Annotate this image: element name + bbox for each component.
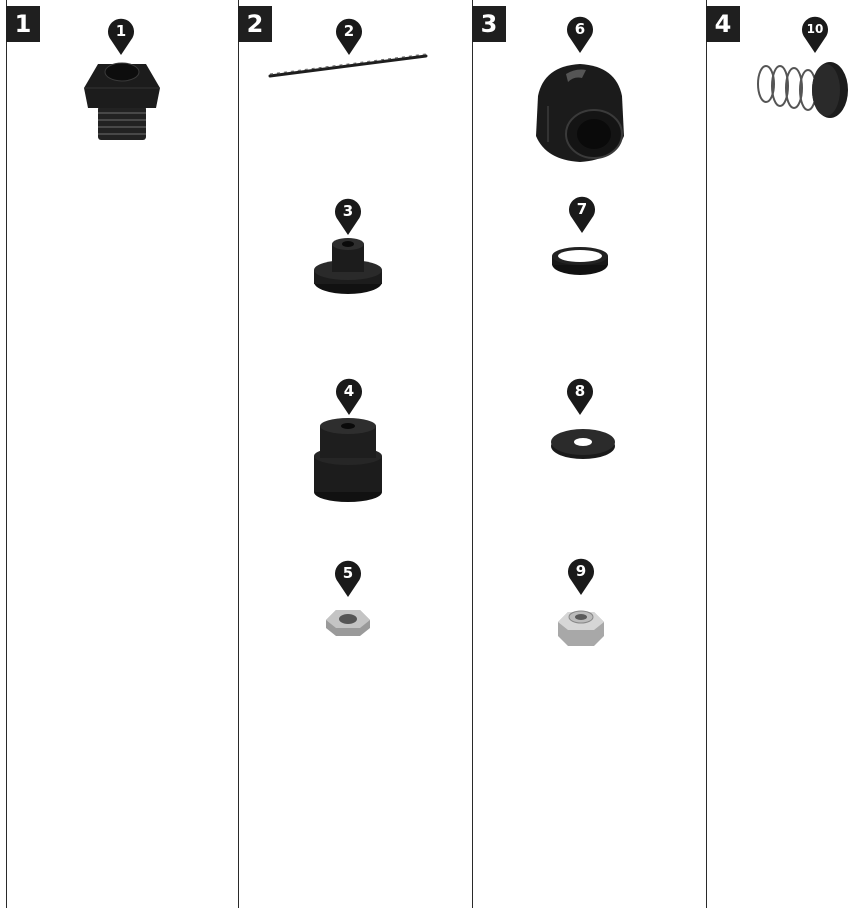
lock-nut-icon <box>554 602 608 654</box>
part-number: 9 <box>566 561 596 581</box>
part-number-marker: 8 <box>565 376 595 416</box>
part-number: 7 <box>567 199 597 219</box>
part-number-marker: 4 <box>334 376 364 416</box>
part-number: 4 <box>334 381 364 401</box>
part-number-marker: 9 <box>566 556 596 596</box>
step-badge-3: 3 <box>472 6 506 42</box>
column-divider <box>238 0 239 908</box>
part-number-marker: 10 <box>800 14 830 54</box>
part-number-marker: 7 <box>567 194 597 234</box>
column-divider <box>472 0 473 908</box>
part-number-marker: 3 <box>333 196 363 236</box>
step-badge-2: 2 <box>238 6 272 42</box>
part-number: 10 <box>800 19 830 39</box>
threaded-bushing-icon <box>80 58 164 148</box>
cap-nut-icon <box>524 56 636 172</box>
part-number: 3 <box>333 201 363 221</box>
part-number-marker: 6 <box>565 14 595 54</box>
step-badge-4: 4 <box>706 6 740 42</box>
part-number: 8 <box>565 381 595 401</box>
part-number: 1 <box>106 21 136 41</box>
stepped-plug-icon <box>310 416 386 508</box>
flanged-insert-icon <box>310 236 386 302</box>
ring-icon <box>548 244 612 282</box>
step-badge-1: 1 <box>6 6 40 42</box>
column-divider <box>706 0 707 908</box>
hex-nut-icon <box>322 606 374 644</box>
column-divider <box>6 0 7 908</box>
washer-icon <box>548 424 618 466</box>
part-number-marker: 5 <box>333 558 363 598</box>
part-number-marker: 1 <box>106 16 136 56</box>
part-number: 2 <box>334 21 364 41</box>
spring-with-disc-icon <box>752 58 852 134</box>
wire-icon <box>268 50 428 84</box>
part-number: 6 <box>565 19 595 39</box>
part-number: 5 <box>333 563 363 583</box>
